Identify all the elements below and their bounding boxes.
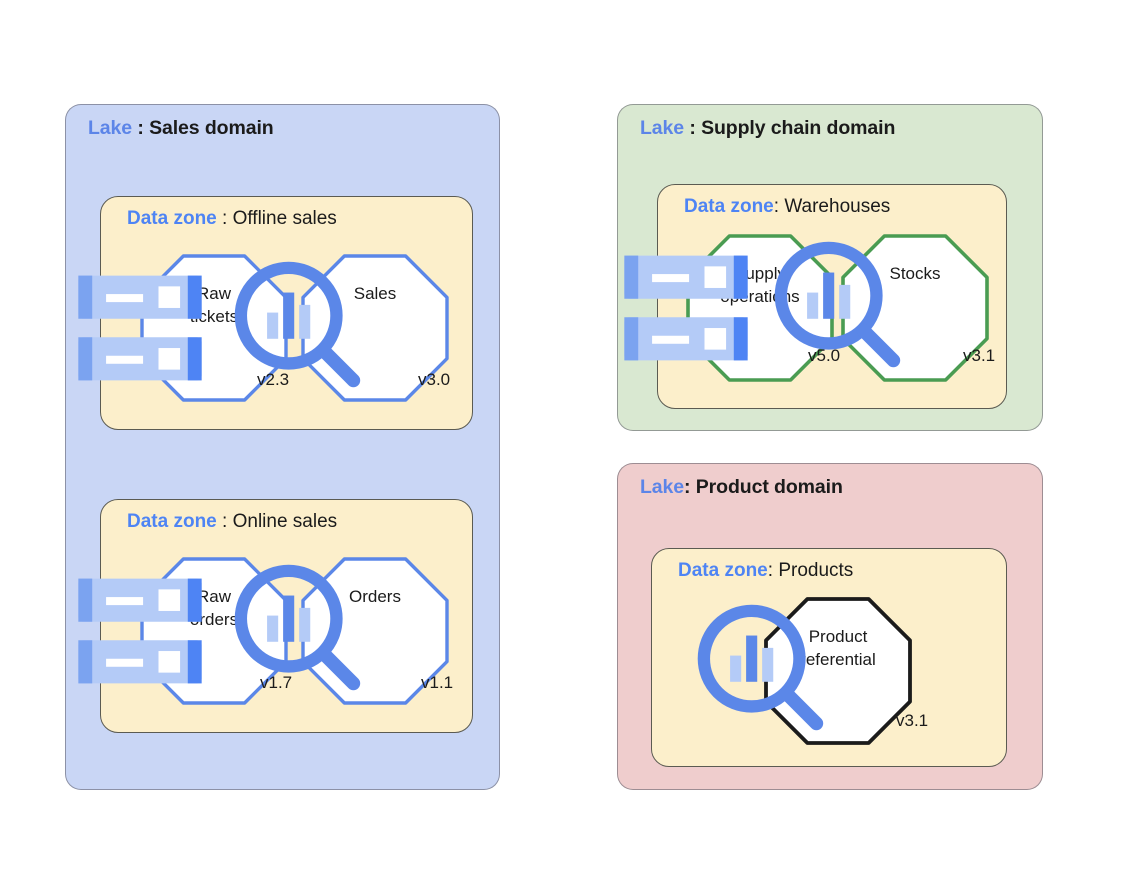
- zone-separator: :: [216, 511, 233, 532]
- zone-keyword: Data zone: [678, 560, 768, 581]
- data-asset-version: v3.1: [963, 346, 996, 365]
- lake-keyword: Lake: [88, 117, 133, 139]
- data-asset-version: v3.1: [896, 711, 929, 730]
- data-asset-version: v1.7: [260, 673, 293, 692]
- data-analytics-icon: [234, 261, 361, 388]
- zone-keyword: Data zone: [127, 511, 217, 532]
- database-icon: [78, 275, 202, 381]
- lake-product-domain[interactable]: Lake: Product domain Data zone: Products…: [617, 463, 1043, 790]
- database-icon: [624, 255, 748, 361]
- lake-supply-chain-domain[interactable]: Lake : Supply chain domain Data zone: Wa…: [617, 104, 1043, 431]
- data-zone-warehouses-title: Data zone: Warehouses: [684, 196, 890, 218]
- data-asset-version: v1.1: [421, 673, 454, 692]
- data-asset-product-referential[interactable]: Product referential v3.1: [697, 597, 928, 745]
- zone-separator: :: [767, 560, 779, 581]
- zone-separator: :: [773, 196, 785, 217]
- data-zone-products[interactable]: Data zone: Products Product referential: [651, 548, 1007, 767]
- lake-name: Supply chain domain: [701, 117, 896, 139]
- data-zone-products-title: Data zone: Products: [678, 560, 853, 582]
- data-zone-offline-sales-title: Data zone : Offline sales: [127, 208, 337, 230]
- lake-separator: :: [684, 117, 702, 139]
- lake-name: Product domain: [695, 476, 843, 498]
- data-asset-version: v2.3: [257, 370, 290, 389]
- data-asset-version: v3.0: [418, 370, 451, 389]
- data-asset-version: v5.0: [808, 346, 841, 365]
- lake-sales-title: Lake : Sales domain: [88, 117, 274, 140]
- data-analytics-icon: [234, 564, 361, 691]
- database-icon: [78, 578, 202, 684]
- lake-separator: :: [132, 117, 150, 139]
- lake-name: Sales domain: [149, 117, 274, 139]
- zone-name: Offline sales: [232, 208, 337, 229]
- zone-keyword: Data zone: [684, 196, 774, 217]
- data-asset-stocks[interactable]: Stocks v3.1: [774, 234, 995, 382]
- zone-keyword: Data zone: [127, 208, 217, 229]
- zone-name: Warehouses: [784, 196, 891, 217]
- zone-name: Products: [778, 560, 854, 581]
- data-analytics-icon: [774, 241, 901, 368]
- lake-keyword: Lake: [640, 476, 685, 498]
- lake-sales-domain[interactable]: Lake : Sales domain Data zone : Offline …: [65, 104, 500, 790]
- data-zone-online-sales-title: Data zone : Online sales: [127, 511, 337, 533]
- lake-product-title: Lake: Product domain: [640, 476, 843, 499]
- lake-separator: :: [684, 476, 696, 498]
- zone-separator: :: [216, 208, 233, 229]
- lake-keyword: Lake: [640, 117, 685, 139]
- data-analytics-icon: [697, 604, 824, 731]
- data-zone-online-sales[interactable]: Data zone : Online sales Raw orders: [78, 499, 473, 733]
- data-zone-offline-sales[interactable]: Data zone : Offline sales Raw tickets: [78, 196, 473, 430]
- lake-supply-chain-title: Lake : Supply chain domain: [640, 117, 895, 140]
- data-asset-sales[interactable]: Sales v3.0: [234, 254, 451, 402]
- data-zone-warehouses[interactable]: Data zone: Warehouses Supply operations: [624, 184, 1007, 409]
- data-asset-orders[interactable]: Orders v1.1: [234, 557, 453, 705]
- zone-name: Online sales: [232, 511, 338, 532]
